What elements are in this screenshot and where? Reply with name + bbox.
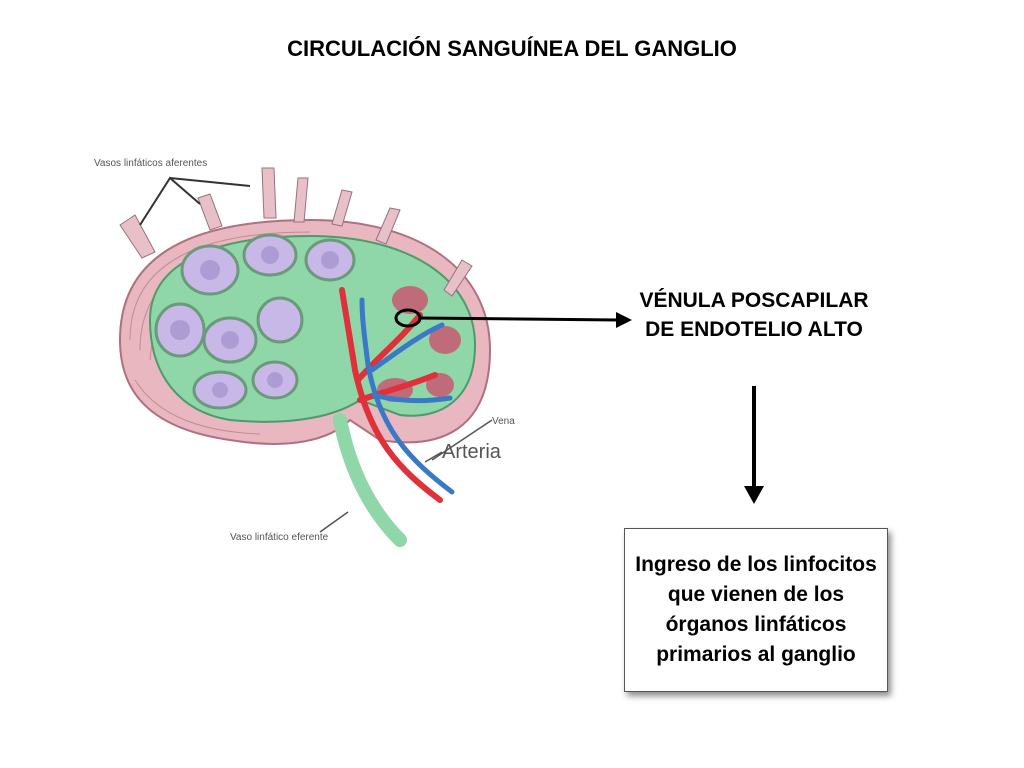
afferent-vessels xyxy=(119,167,473,297)
pointer-arrow-line xyxy=(419,316,619,322)
pointer-arrow-head xyxy=(616,312,632,328)
artery-vessels xyxy=(339,287,443,503)
germinal-centers xyxy=(170,246,339,398)
efferent-lymph-vessel xyxy=(333,413,407,547)
venule-marker-circle xyxy=(394,308,422,328)
callout-label: VÉNULA POSCAPILAR DE ENDOTELIO ALTO xyxy=(639,289,869,341)
label-efferent: Vaso linfático eferente xyxy=(230,532,329,543)
slide-title: CIRCULACIÓN SANGUÍNEA DEL GANGLIO xyxy=(287,36,737,61)
label-artery: Arteria xyxy=(442,441,502,463)
label-vein: Vena xyxy=(492,416,515,427)
vein-vessels xyxy=(359,297,455,495)
label-afferent: Vasos linfáticos aferentes xyxy=(94,158,207,169)
note-box: Ingreso de los linfocitos que vienen de … xyxy=(624,528,888,692)
lymph-node-diagram: Vasos linfáticos aferentes Vena Arteria … xyxy=(94,158,515,547)
afferent-pointers xyxy=(139,176,251,226)
note-text: Ingreso de los linfocitos que vienen de … xyxy=(635,553,877,666)
down-arrow-head xyxy=(744,486,764,504)
label-pointers xyxy=(319,419,493,533)
